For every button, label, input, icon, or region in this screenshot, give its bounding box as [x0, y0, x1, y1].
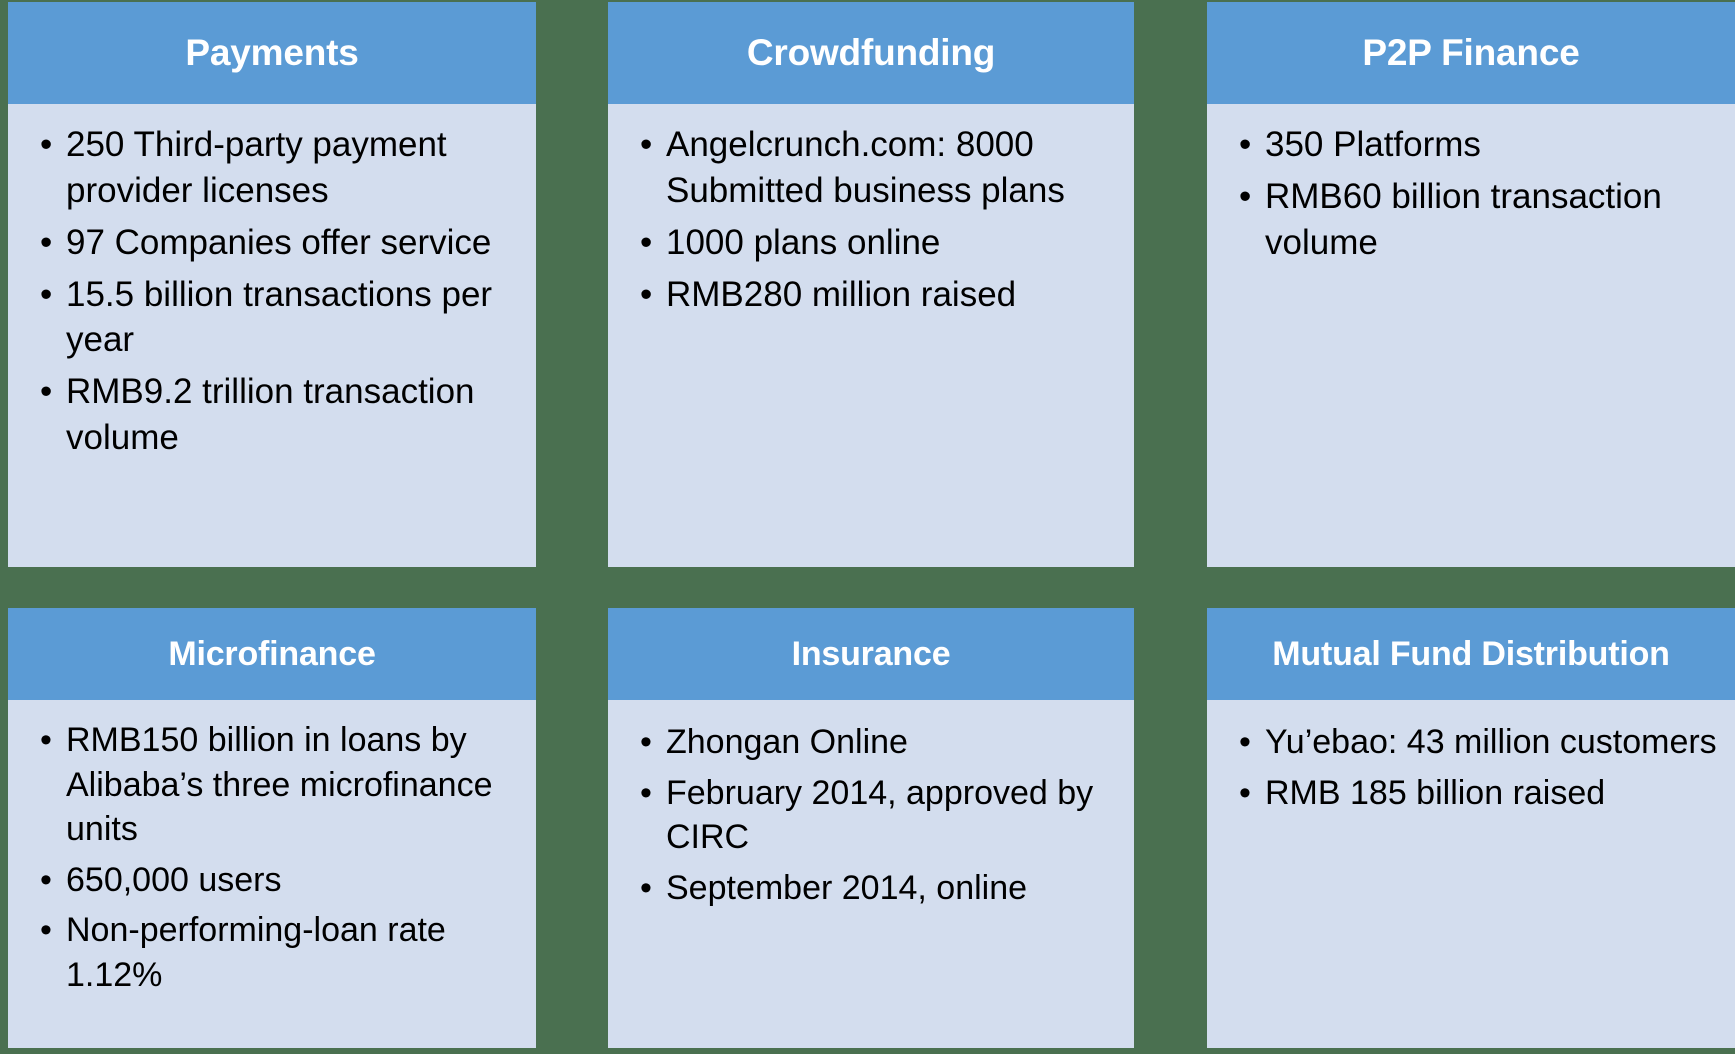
list-item-text: RMB150 billion in loans by Alibaba’s thr… [66, 721, 493, 849]
panel-payments-body: • 250 Third-party payment provider licens… [8, 104, 536, 567]
panel-p2p-finance: P2P Finance • 350 Platforms • RMB60 billio… [1207, 2, 1735, 567]
list-item-text: 97 Companies offer service [66, 222, 492, 262]
list-item: • RMB280 million raised [622, 272, 1120, 318]
list-item: • RMB 185 billion raised [1221, 771, 1721, 816]
list-item: • 1000 plans online [622, 220, 1120, 266]
panel-mutual-fund-distribution-title: Mutual Fund Distribution [1207, 608, 1735, 700]
list-item: • 97 Companies offer service [22, 220, 522, 266]
list-item-text: Zhongan Online [666, 723, 908, 761]
list-item: • 250 Third-party payment provider licens… [22, 122, 522, 214]
bullet-icon: • [40, 222, 53, 262]
list-item-text: RMB60 billion transaction volume [1265, 176, 1662, 262]
panel-payments-bullet-list: • 250 Third-party payment provider licens… [22, 122, 522, 461]
bullet-icon: • [640, 125, 653, 164]
panel-crowdfunding: Crowdfunding • Angelcrunch.com: 8000 Subm… [608, 2, 1134, 567]
list-item: • 15.5 billion transactions per year [22, 272, 522, 364]
list-item-text: Yu’ebao: 43 million customers [1265, 723, 1717, 761]
list-item: • Yu’ebao: 43 million customers [1221, 720, 1721, 765]
bullet-icon: • [1239, 176, 1252, 216]
list-item: • Non-performing-loan rate 1.12% [22, 908, 522, 997]
list-item-text: 650,000 users [66, 860, 282, 899]
panel-microfinance-bullet-list: • RMB150 billion in loans by Alibaba’s th… [22, 718, 522, 997]
bullet-icon: • [640, 274, 653, 314]
list-item: • RMB150 billion in loans by Alibaba’s th… [22, 718, 522, 852]
list-item: • Zhongan Online [622, 720, 1120, 765]
list-item-text: September 2014, online [666, 868, 1028, 907]
list-item: • February 2014, approved by CIRC [622, 771, 1120, 860]
list-item: • RMB60 billion transaction volume [1221, 174, 1721, 266]
bullet-icon: • [1239, 125, 1252, 164]
panel-mutual-fund-distribution: Mutual Fund Distribution • Yu’ebao: 43 mi… [1207, 608, 1735, 1048]
bullet-icon: • [1239, 723, 1251, 761]
bullet-icon: • [40, 860, 52, 899]
panel-mutual-fund-distribution-body: • Yu’ebao: 43 million customers • RMB 185 … [1207, 700, 1735, 1048]
bullet-icon: • [640, 723, 652, 761]
list-item-text: RMB9.2 trillion transaction volume [66, 372, 475, 458]
panel-mutual-fund-distribution-bullet-list: • Yu’ebao: 43 million customers • RMB 185 … [1221, 720, 1721, 815]
list-item-text: 350 Platforms [1265, 125, 1481, 164]
list-item-text: Non-performing-loan rate 1.12% [66, 911, 446, 994]
bullet-icon: • [640, 222, 653, 262]
list-item: • 650,000 users [22, 858, 522, 903]
panel-crowdfunding-bullet-list: • Angelcrunch.com: 8000 Submitted busines… [622, 122, 1120, 317]
panel-p2p-finance-title: P2P Finance [1207, 2, 1735, 104]
bullet-icon: • [40, 274, 53, 314]
bullet-icon: • [40, 911, 52, 950]
panel-crowdfunding-title: Crowdfunding [608, 2, 1134, 104]
panel-insurance: Insurance • Zhongan Online • February 2014… [608, 608, 1134, 1048]
panel-payments: Payments • 250 Third-party payment provid… [8, 2, 536, 567]
panel-payments-title: Payments [8, 2, 536, 104]
list-item: • RMB9.2 trillion transaction volume [22, 369, 522, 461]
panel-insurance-title: Insurance [608, 608, 1134, 700]
bullet-icon: • [40, 125, 53, 164]
bullet-icon: • [640, 773, 652, 812]
panel-insurance-body: • Zhongan Online • February 2014, approved… [608, 700, 1134, 1048]
list-item-text: 1000 plans online [666, 222, 941, 262]
list-item: • 350 Platforms [1221, 122, 1721, 168]
bullet-icon: • [40, 721, 52, 759]
bullet-icon: • [640, 868, 652, 907]
list-item-text: RMB 185 billion raised [1265, 773, 1606, 812]
list-item-text: 15.5 billion transactions per year [66, 274, 493, 360]
list-item: • Angelcrunch.com: 8000 Submitted busines… [622, 122, 1120, 214]
list-item-text: Angelcrunch.com: 8000 Submitted business… [666, 125, 1065, 210]
panel-microfinance: Microfinance • RMB150 billion in loans by… [8, 608, 536, 1048]
list-item-text: 250 Third-party payment provider license… [66, 125, 447, 210]
list-item-text: RMB280 million raised [666, 274, 1017, 314]
panel-insurance-bullet-list: • Zhongan Online • February 2014, approved… [622, 720, 1120, 910]
bullet-icon: • [1239, 773, 1251, 812]
list-item: • September 2014, online [622, 866, 1120, 911]
bullet-icon: • [40, 372, 53, 412]
panel-p2p-finance-bullet-list: • 350 Platforms • RMB60 billion transactio… [1221, 122, 1721, 266]
panel-microfinance-body: • RMB150 billion in loans by Alibaba’s th… [8, 700, 536, 1048]
list-item-text: February 2014, approved by CIRC [666, 773, 1094, 857]
panel-crowdfunding-body: • Angelcrunch.com: 8000 Submitted busines… [608, 104, 1134, 567]
panel-p2p-finance-body: • 350 Platforms • RMB60 billion transactio… [1207, 104, 1735, 567]
panel-microfinance-title: Microfinance [8, 608, 536, 700]
